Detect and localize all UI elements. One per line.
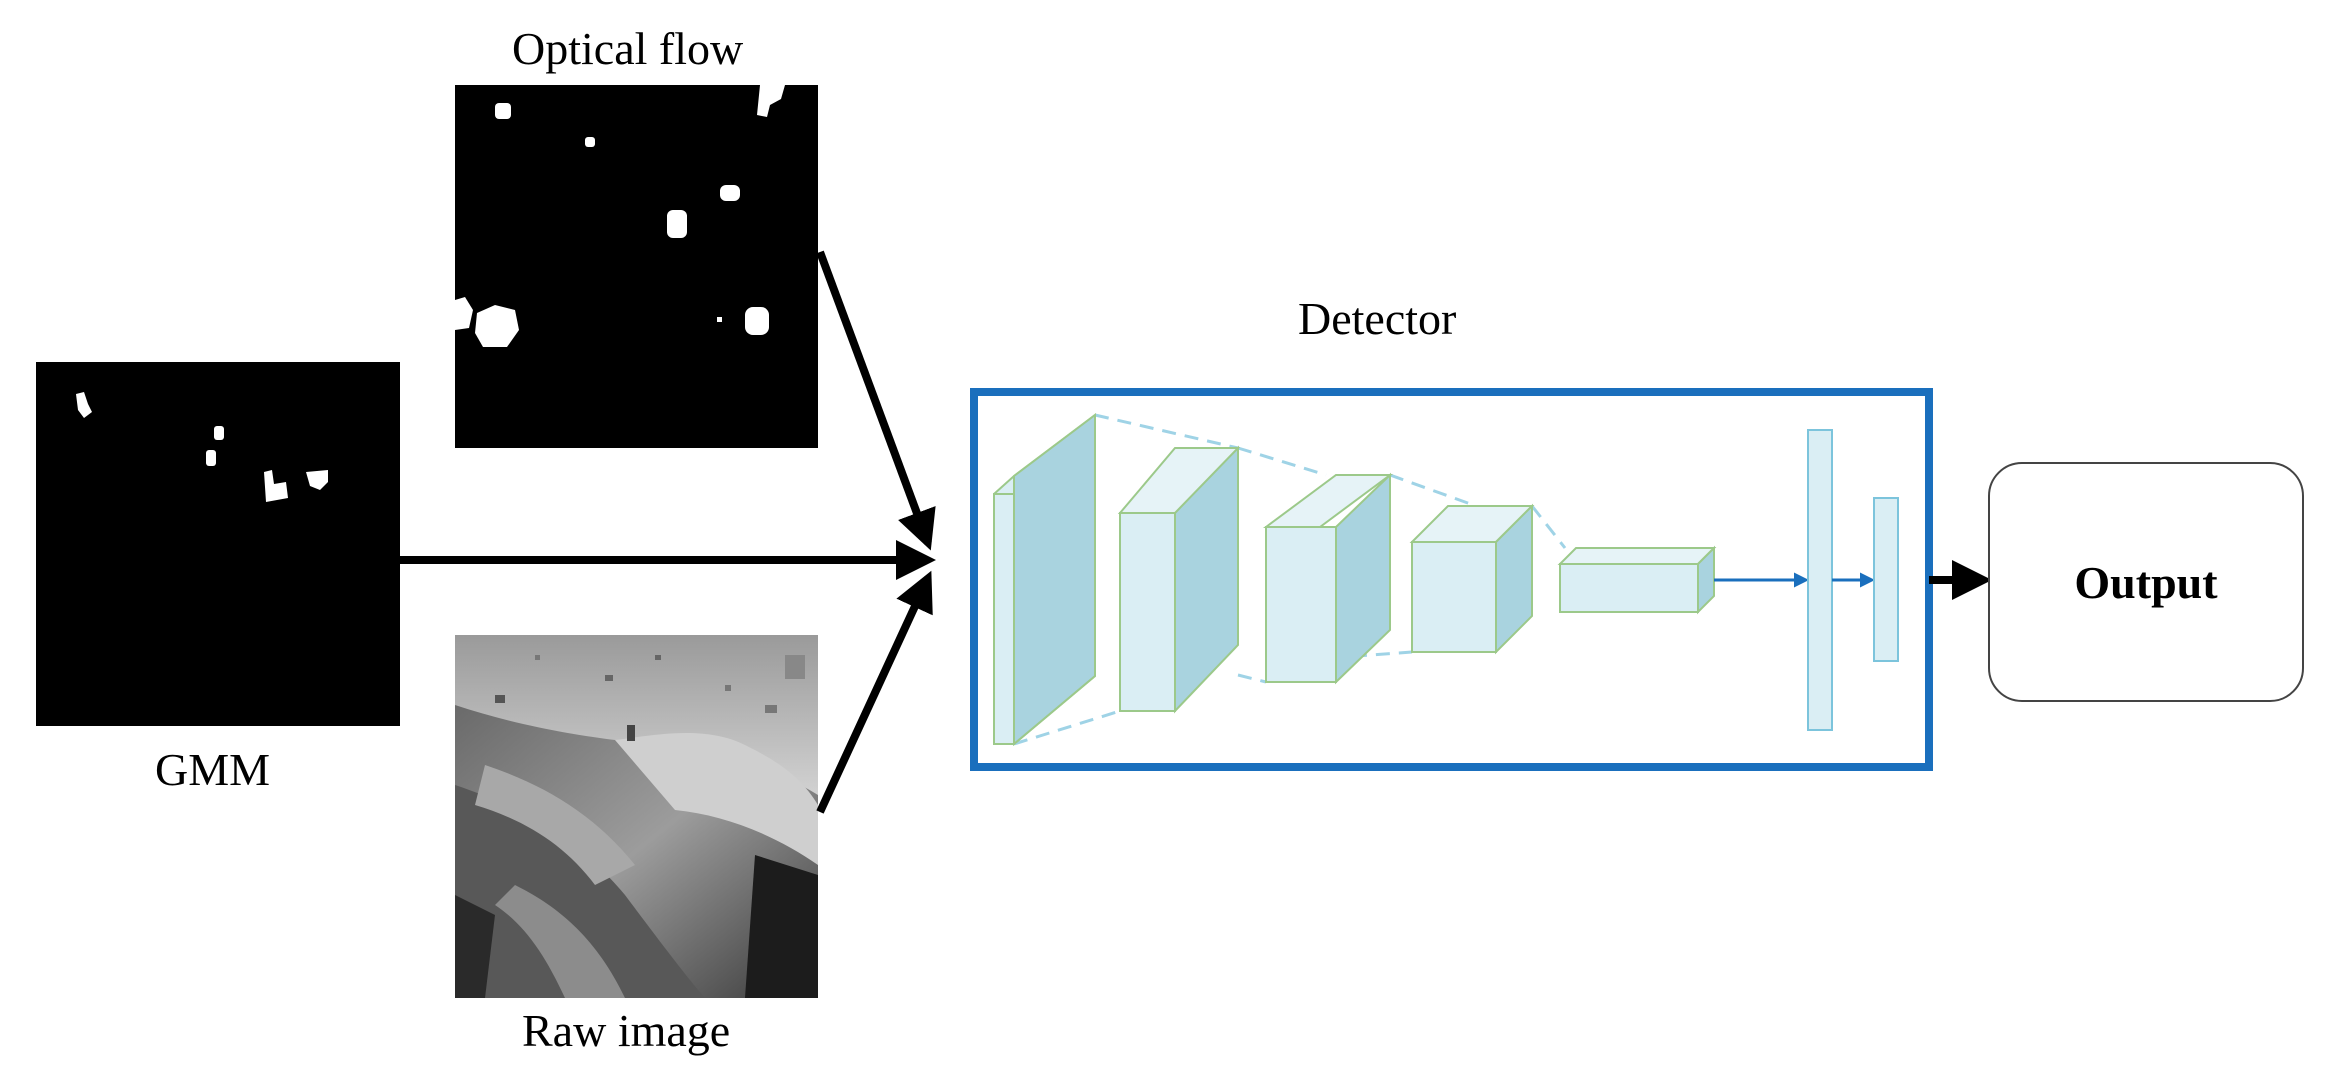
gmm-image (36, 362, 400, 726)
conv-layer-4 (1409, 503, 1535, 655)
fc-layer-2 (1873, 497, 1899, 662)
raw-image-label: Raw image (522, 1005, 731, 1056)
conv-layer-1 (993, 412, 1096, 747)
arrow-raw-image-to-detector (816, 570, 933, 814)
conv-layer-3 (1262, 472, 1394, 685)
arrow-optical-flow-to-detector (816, 250, 936, 551)
detector-label: Detector (1298, 293, 1457, 344)
conv-layer-2 (1117, 445, 1241, 714)
raw-image-texture (455, 635, 818, 998)
gmm-blobs (76, 392, 328, 502)
output-label: Output (2074, 556, 2218, 608)
gmm-label: GMM (155, 744, 271, 795)
optical-flow-blobs (455, 85, 785, 347)
optical-flow-label: Optical flow (512, 23, 744, 74)
conv-layer-5 (1557, 545, 1717, 615)
output-box: Output (1988, 462, 2304, 702)
raw-image (455, 635, 818, 998)
fc-layer-1 (1807, 429, 1833, 731)
optical-flow-image (455, 85, 818, 448)
